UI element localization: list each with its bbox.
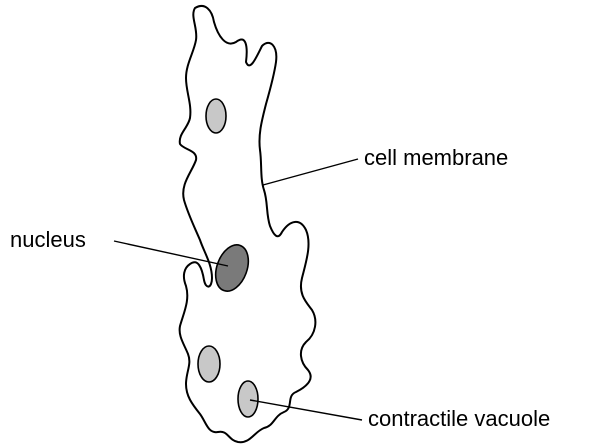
cell-membrane-label: cell membrane [364, 145, 508, 170]
contractile-vacuole-label: contractile vacuole [368, 406, 550, 431]
vacuole-top [206, 99, 226, 133]
contractile-vacuole [238, 381, 258, 417]
cell-membrane-outline [180, 6, 316, 442]
vacuole-lower-left [198, 346, 220, 382]
nucleus-label: nucleus [10, 227, 86, 252]
cell-membrane-leader [263, 159, 358, 185]
